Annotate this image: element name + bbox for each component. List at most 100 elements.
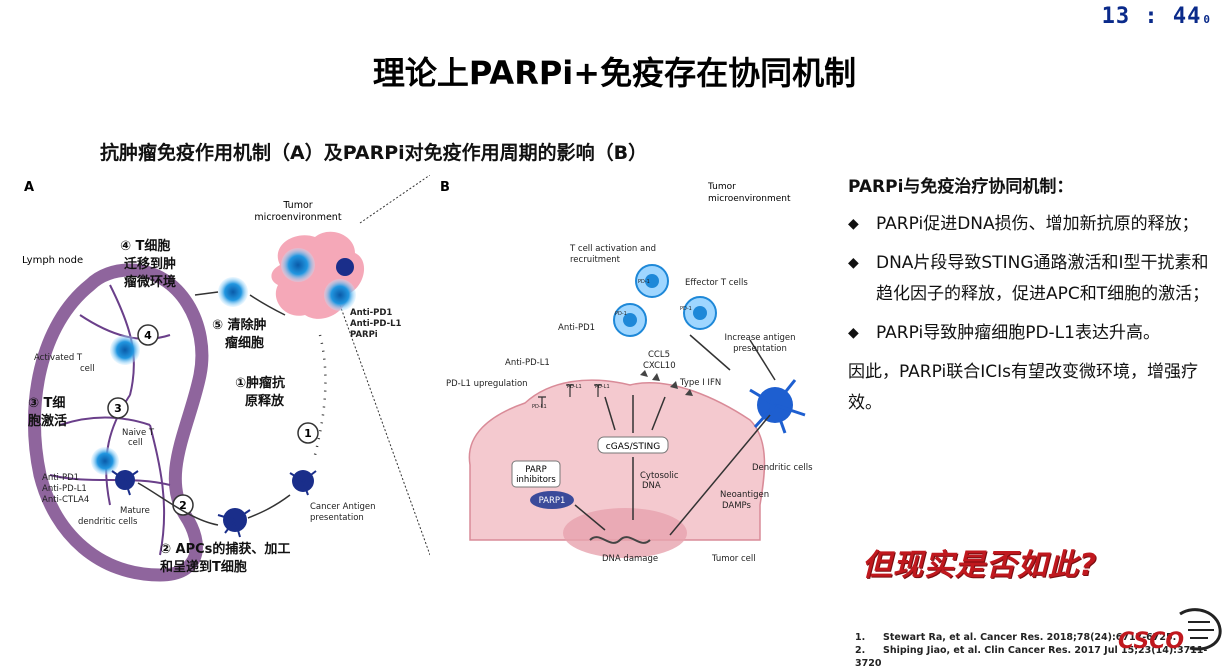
step5-label: ⑤ 清除肿 [212,317,267,333]
step-marker-3 [107,397,129,419]
activated-t-label-2: cell [80,364,95,374]
step4-label-2: 迁移到肿 [124,256,176,272]
migration-arrow [194,291,219,296]
parp-inhibitor-box [511,460,561,488]
step1-label: ①肿瘤抗 [235,375,285,391]
cgas-sting-label: cGAS/STING [606,442,660,452]
nucleus [563,508,687,558]
references: 1.Stewart Ra, et al. Cancer Res. 2018;78… [855,631,1229,670]
pdl1-up-label: PD-L1 upregulation [446,379,528,389]
cxcl10-label: CXCL10 [643,361,676,371]
naive-tcell [91,447,119,475]
chemokine-dots [640,370,693,396]
anti-pdl1-label-b: Anti-PD-L1 [505,358,550,368]
parp1-label: PARP1 [539,496,566,506]
drug-label-2: Anti-PD-L1 [350,319,402,329]
summary-bullet: ◆ DNA片段导致STING通路激活和I型干扰素和趋化因子的释放，促进APC和T… [848,248,1218,310]
panel-label-a: A [24,180,34,195]
neoantigen-label-2: DAMPs [722,501,752,511]
lymph-node-label: Lymph node [22,255,83,266]
drug-label-1: Anti-PD1 [350,308,392,318]
question-callout: 但现实是否如此? [862,548,1098,583]
anti-pd1-label: Anti-PD1 [42,473,79,483]
presentation-arrow [137,482,219,526]
neoantigen-label: Neoantigen [720,490,769,500]
dendritic-label-b: Dendritic cells [752,463,813,473]
summary-conclusion: 因此，PARPi联合ICIs有望改变微环境，增强疗效。 [848,362,1198,413]
figure-a-immune-cycle: A Lymph node Tumor microenvironment 4 3 … [22,175,430,582]
step4-label-3: 瘤微环境 [124,274,176,290]
pdl1-tag-2: PD-L1 [595,384,610,390]
step-marker-1 [297,422,319,444]
dna-strand [589,536,651,544]
step1-label-2: 原释放 [245,393,285,409]
step-marker-4 [137,324,159,346]
anti-pdl1-label: Anti-PD-L1 [42,484,87,494]
type1-ifn-label: Type I IFN [679,378,721,388]
naive-t-label-2: cell [128,438,143,448]
step2-label: ② APCs的捕获、加工 [160,541,290,557]
increase-antigen-label: Increase antigen [725,333,796,343]
csco-logo-icon: CSCO [1118,608,1222,654]
dna-damage-label: DNA damage [602,554,658,564]
antigen-arrow [247,494,291,519]
cytosolic-label-2: DNA [642,481,661,491]
cgas-sting-box [597,436,669,454]
tumor-micro-label-2: microenvironment [254,212,341,223]
t-activation-label-2: recruitment [570,255,621,265]
tumor-micro-label: Tumor [282,200,312,211]
diamond-bullet-icon: ◆ [848,255,859,271]
pd1-tag-3: PD-1 [680,306,692,312]
reference-item: 2.Shiping Jiao, et al. Clin Cancer Res. … [855,645,1208,669]
step5-label-2: 瘤细胞 [225,335,264,351]
pd1-tag-1: PD-1 [638,279,650,285]
cancer-antigen-label-2: presentation [310,513,364,523]
parp1-pill [530,491,574,509]
summary-bullet-text: PARPi促进DNA损伤、增加新抗原的释放； [876,214,1199,234]
cancer-antigen-label: Cancer Antigen [310,502,376,512]
slide-title: 理论上PARPi+免疫存在协同机制 [372,54,857,92]
callout-line-2 [339,304,430,556]
summary-bullet: ◆ PARPi导致肿瘤细胞PD-L1表达升高。 [848,318,1218,349]
migrating-tcell [218,277,248,307]
figure-b-parpi-mechanism: B Tumor microenvironment cGAS/STING PARP… [440,180,813,564]
synergy-summary-panel: PARPi与免疫治疗协同机制： ◆ PARPi促进DNA损伤、增加新抗原的释放；… [848,172,1218,419]
reference-item: 1.Stewart Ra, et al. Cancer Res. 2018;78… [855,632,1177,643]
kill-arrow [249,294,286,316]
summary-bullet-text: PARPi导致肿瘤细胞PD-L1表达升高。 [876,323,1160,343]
step-number-2: 2 [179,499,187,512]
step-number-1: 1 [304,427,312,440]
naive-t-label: Naive T [122,428,155,438]
cytosolic-label: Cytosolic [640,471,679,481]
step2-label-2: 和呈递到T细胞 [160,559,247,575]
step-number-4: 4 [144,329,152,342]
panel-label-b: B [440,180,450,195]
step4-label: ④ T细胞 [120,238,170,254]
anti-ctla4-label: Anti-CTLA4 [42,495,89,505]
t-activation-label: T cell activation and [569,244,656,254]
summary-heading: PARPi与免疫治疗协同机制： [848,177,1074,197]
mature-dc-label-2: dendritic cells [78,517,138,527]
drug-label-3: PARPi [350,330,378,340]
summary-bullet-text: DNA片段导致STING通路激活和I型干扰素和趋化因子的释放，促进APC和T细胞… [876,253,1210,304]
tumor-cell-label: Tumor cell [711,554,756,564]
activated-t-label: Activated T [34,353,83,363]
ccl5-label: CCL5 [648,350,670,360]
diamond-bullet-icon: ◆ [848,216,859,232]
pdl1-tag-3: PD-L1 [532,404,547,410]
increase-antigen-label-2: presentation [733,344,787,354]
mature-dc-label: Mature [120,506,150,516]
callout-line [359,175,430,224]
figure-subtitle: 抗肿瘤免疫作用机制（A）及PARPi对免疫作用周期的影响（B） [100,142,648,164]
parp-inhibitor-label-2: inhibitors [516,475,556,485]
tumor-micro-label-b-2: microenvironment [708,194,791,204]
dendritic-arms [111,470,317,538]
pdl1-tag-1: PD-L1 [567,384,582,390]
step3-label-2: 胞激活 [27,413,67,429]
effector-t-label: Effector T cells [685,278,748,288]
summary-bullet: ◆ PARPi促进DNA损伤、增加新抗原的释放； [848,209,1218,240]
logo-text: CSCO [1118,629,1184,654]
step-number-3: 3 [114,402,122,415]
pd1-tag-2: PD-1 [615,311,627,317]
